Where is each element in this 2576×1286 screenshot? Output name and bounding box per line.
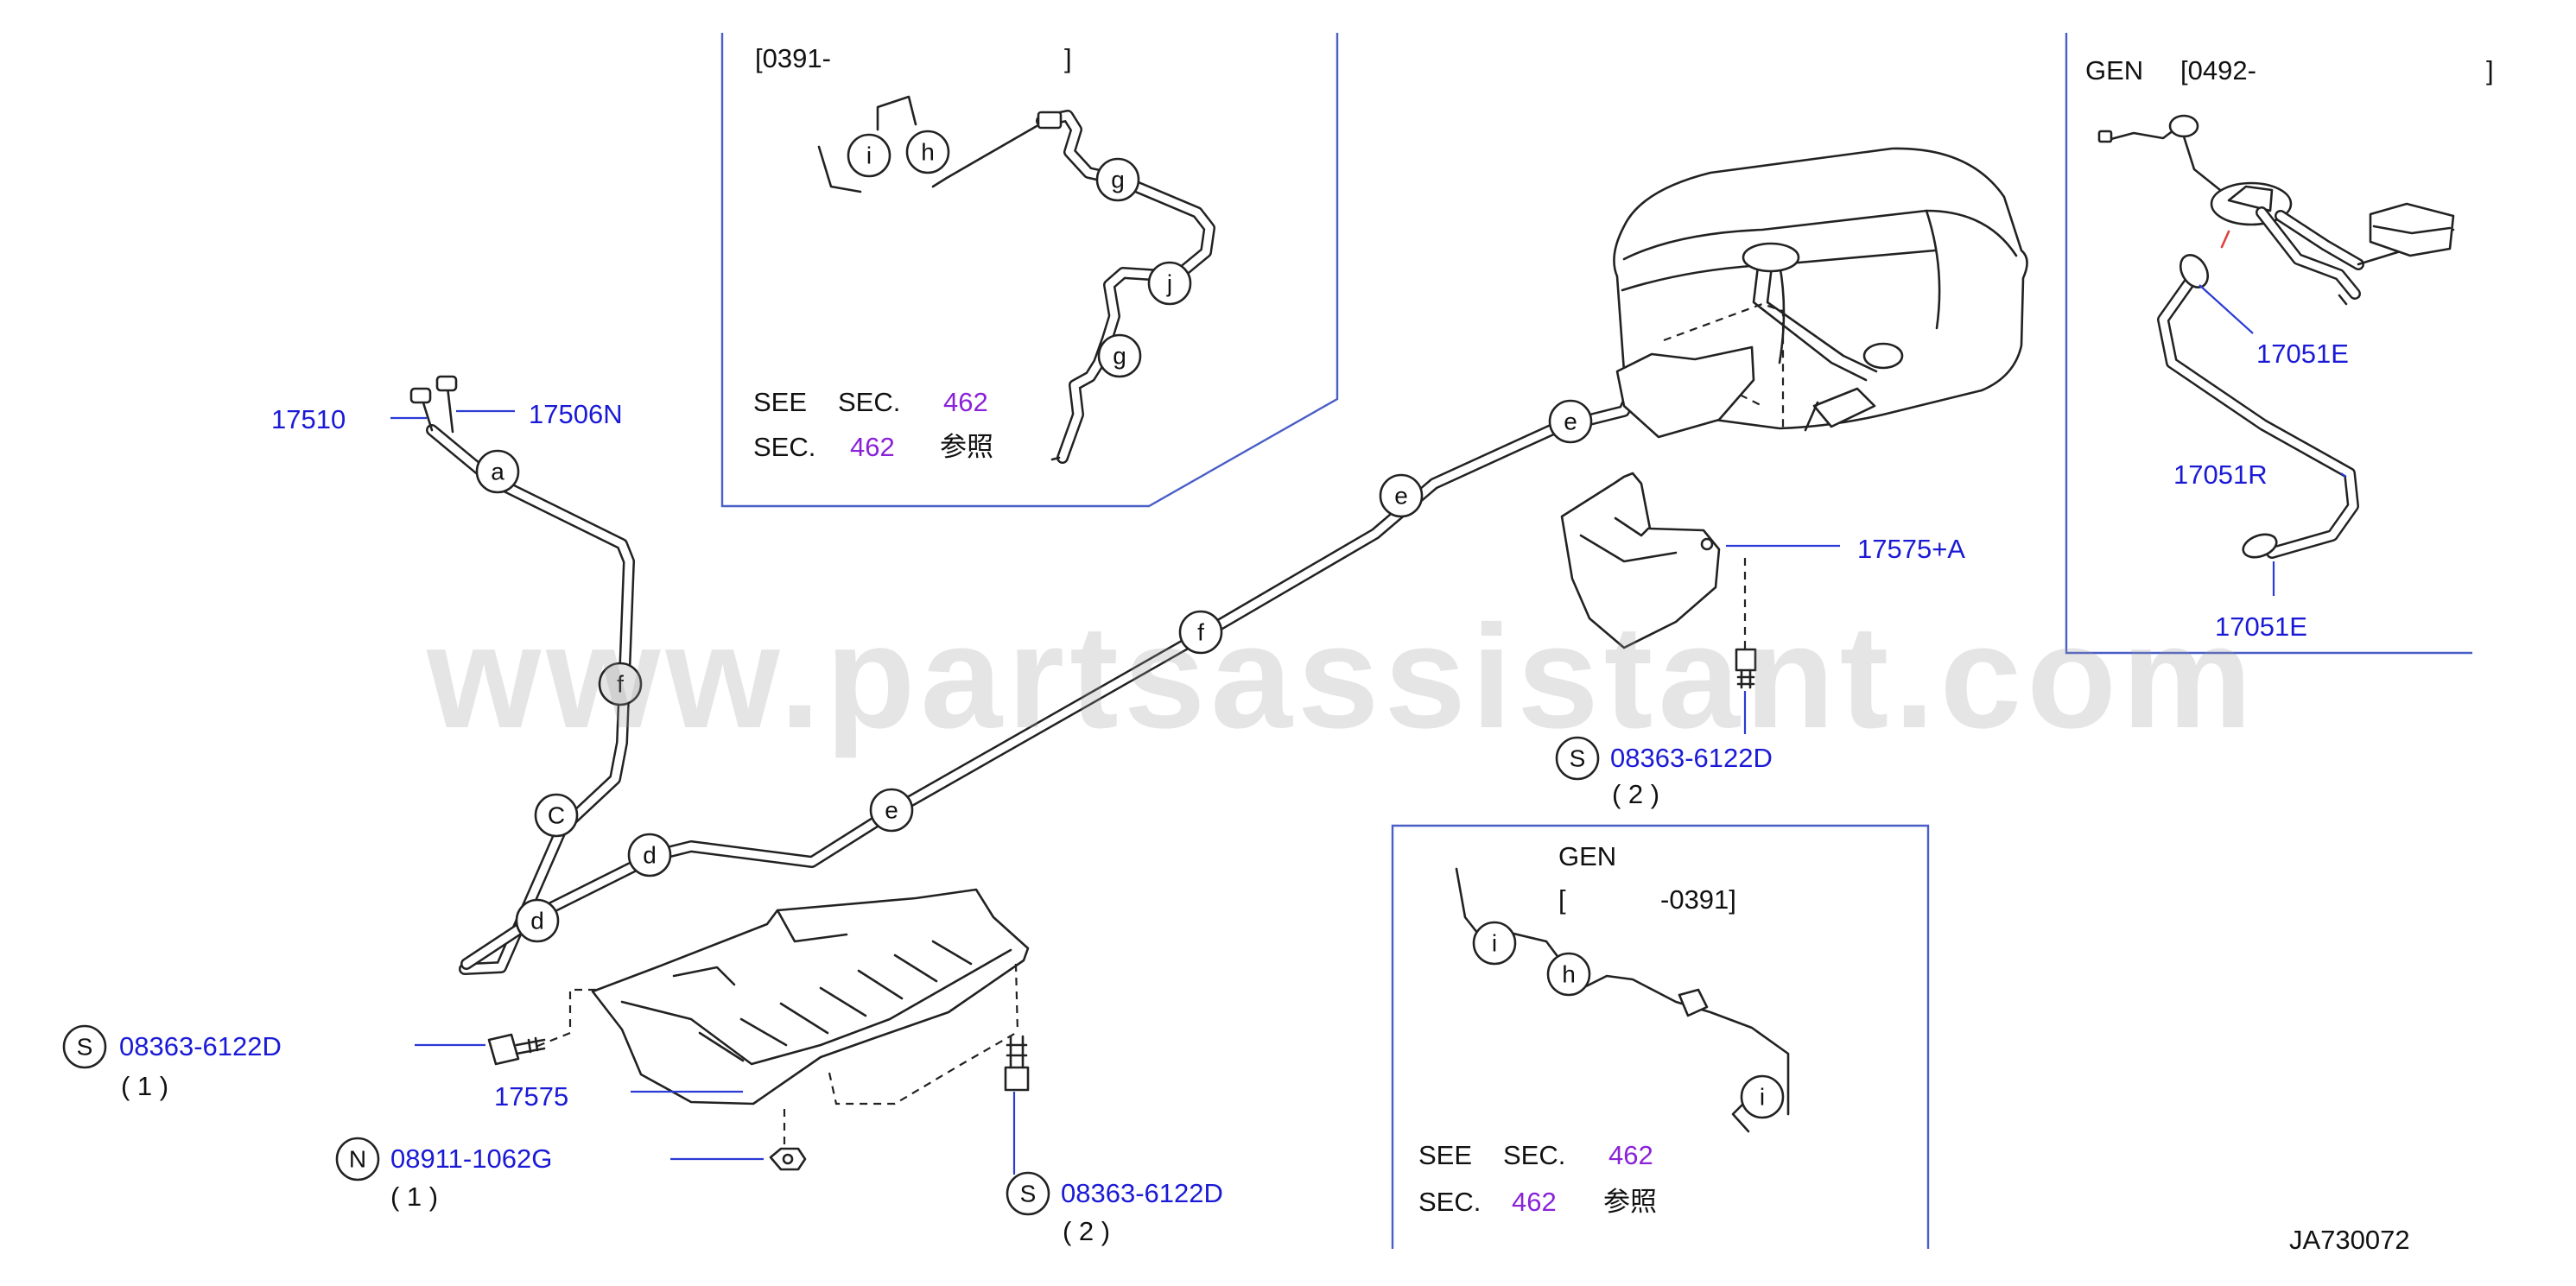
fastener-qty-4: ( 2 ): [1612, 779, 1659, 809]
callout-e-upper: [1548, 399, 1593, 444]
callouts-inset-bottom: i h i: [1472, 921, 1785, 1119]
label-17575a: 17575+A: [1857, 534, 1965, 564]
inset-right-gen: GEN: [2085, 55, 2143, 86]
callout-g-top-lower: g: [1113, 343, 1126, 370]
callout-e-lower: [869, 788, 914, 833]
fastener-symbol-2: N: [349, 1146, 366, 1173]
inset-right-hoses: [2097, 114, 2455, 559]
watermark: www.partsassistant.com: [426, 595, 2257, 759]
fastener-qty-1: ( 1 ): [121, 1071, 168, 1101]
callout-d-upper: [627, 833, 672, 877]
callout-c: [534, 793, 579, 838]
inset-top-see: SEE: [753, 387, 807, 417]
fastener-part-3: 08363-6122D: [1061, 1178, 1223, 1208]
label-17051r: 17051R: [2173, 459, 2268, 490]
callout-e-lower-label: e: [885, 797, 898, 824]
inset-bottom-sec-num2: 462: [1512, 1187, 1557, 1217]
callout-g-top: g: [1111, 167, 1125, 193]
callout-d-lower: [515, 898, 560, 943]
label-17051e-bottom: 17051E: [2215, 611, 2307, 642]
part-labels: 17510 17506N 17575+A 17575 17051E 17051R…: [119, 339, 2349, 1246]
fastener-qty-3: ( 2 ): [1063, 1216, 1110, 1246]
inset-bottom-range-open: [: [1558, 884, 1566, 915]
callout-j-top: j: [1166, 270, 1172, 297]
inset-right-range-close: ]: [2486, 55, 2494, 86]
inset-bottom-ref: 参照: [1603, 1187, 1657, 1217]
label-17506n: 17506N: [529, 399, 623, 429]
figure-code: JA730072: [2289, 1225, 2410, 1255]
label-17575: 17575: [494, 1081, 568, 1112]
callouts-inset-top: i h g j g: [847, 130, 1192, 378]
callout-f-mid: [1178, 610, 1223, 655]
inset-bottom-sec: SEC.: [1503, 1140, 1565, 1170]
callout-a-label: a: [491, 459, 504, 485]
inset-right-range: [0492-: [2180, 55, 2256, 86]
callout-a: [475, 449, 520, 494]
inset-top-frame: [720, 33, 1339, 508]
inset-top-range: [0391-: [755, 43, 831, 73]
callout-f-mid-label: f: [1197, 619, 1204, 646]
callout-h-bottom: h: [1562, 961, 1576, 988]
protector-17575: [487, 888, 1030, 1171]
callout-i-bottom-right: i: [1760, 1084, 1765, 1111]
callout-i-bottom: i: [1492, 930, 1497, 957]
inset-top-sec-num2: 462: [850, 432, 895, 462]
callout-f-left: [598, 662, 643, 706]
inset-top-range-close: ]: [1064, 43, 1072, 73]
inset-bottom-text: GEN [ -0391] SEE SEC. 462 SEC. 462 参照: [1418, 841, 1736, 1217]
inset-right-text: GEN [0492- ]: [2085, 55, 2494, 86]
inset-bottom-sec-num: 462: [1608, 1140, 1653, 1170]
inset-top-sec2: SEC.: [753, 432, 815, 462]
fastener-qty-2: ( 1 ): [390, 1181, 438, 1212]
bracket-17575a: [1560, 472, 1757, 689]
inset-bottom-see: SEE: [1418, 1140, 1472, 1170]
callout-d-upper-label: d: [643, 842, 657, 869]
fastener-part-1: 08363-6122D: [119, 1031, 282, 1061]
callout-i-top: i: [866, 143, 872, 169]
fastener-part-2: 08911-1062G: [390, 1143, 552, 1174]
fastener-symbol-4: S: [1570, 745, 1586, 772]
callout-e-mid-label: e: [1394, 483, 1408, 510]
inset-bottom-range: -0391]: [1660, 884, 1736, 915]
fastener-symbol-1: S: [77, 1034, 93, 1061]
callout-d-lower-label: d: [530, 908, 544, 934]
callout-h-top: h: [921, 139, 935, 166]
callout-f-left-label: f: [617, 671, 624, 698]
fastener-symbols: S N S S: [62, 736, 1600, 1216]
callout-e-mid: [1379, 473, 1424, 518]
callout-e-upper-label: e: [1564, 409, 1577, 435]
label-17510: 17510: [271, 404, 346, 434]
fuel-tank: [1613, 147, 2028, 439]
label-17051e-top: 17051E: [2256, 339, 2349, 369]
inset-top-ref: 参照: [940, 432, 993, 462]
callouts-main: a f C d d e f e e: [475, 399, 1593, 943]
inset-bottom-sec2: SEC.: [1418, 1187, 1481, 1217]
inset-right-frame: [2065, 33, 2472, 655]
fastener-part-4: 08363-6122D: [1610, 743, 1773, 773]
inset-bottom-tubes: [1455, 867, 1790, 1133]
inset-top-sec: SEC.: [838, 387, 900, 417]
fastener-symbol-3: S: [1020, 1181, 1037, 1207]
inset-bottom-frame: [1391, 824, 1930, 1249]
leader-lines: [390, 284, 2347, 1175]
inset-top-sec-num: 462: [943, 387, 988, 417]
inset-bottom-gen: GEN: [1558, 841, 1616, 871]
inset-top-text: [0391- ] SEE SEC. 462 SEC. 462 参照: [753, 43, 1072, 462]
callout-c-label: C: [548, 802, 565, 829]
